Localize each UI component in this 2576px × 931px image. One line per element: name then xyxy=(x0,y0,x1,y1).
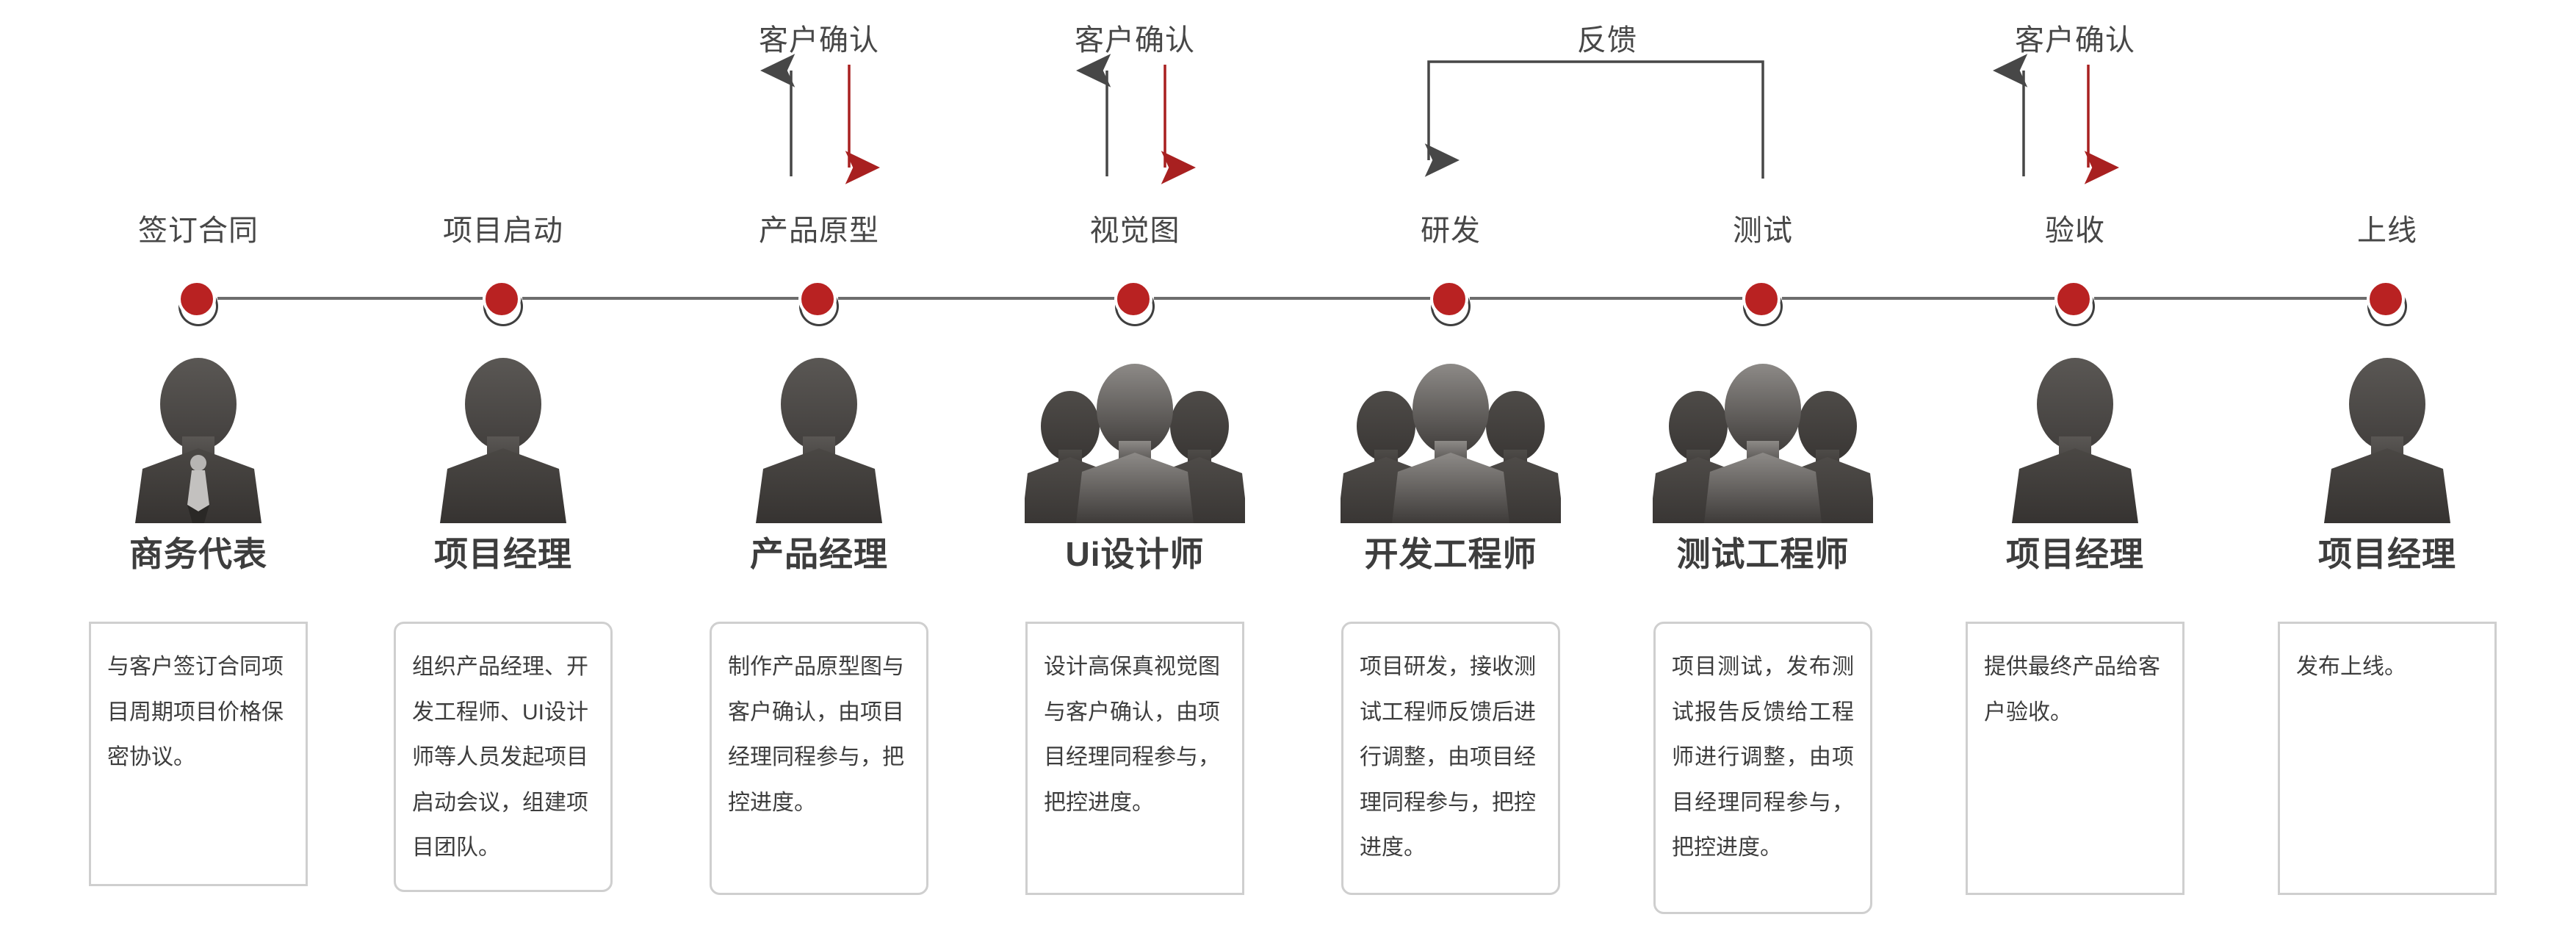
three-people-icon xyxy=(1025,364,1245,523)
three-people-icon xyxy=(1341,364,1561,523)
annotation-arrows-layer xyxy=(760,54,2119,184)
annotation-label-prototype: 客户确认 xyxy=(759,24,879,57)
node-dot xyxy=(798,280,837,318)
role-name-7: 项目经理 xyxy=(2006,535,2144,573)
step-title-6: 测试 xyxy=(1733,215,1793,247)
description-box-1: 与客户签订合同项目周期项目价格保密协议。 xyxy=(89,622,308,886)
description-box-2: 组织产品经理、开发工程师、UI设计师等人员发起项目启动会议，组建项目团队。 xyxy=(394,622,613,892)
timeline-node-1[interactable] xyxy=(178,280,219,326)
timeline-node-8[interactable] xyxy=(2367,280,2408,326)
avatar-6 xyxy=(1631,339,1895,523)
single-person-icon xyxy=(2012,358,2138,523)
timeline-node-2[interactable] xyxy=(483,280,524,326)
step-title-3: 产品原型 xyxy=(759,215,879,247)
timeline-segment-2 xyxy=(522,297,800,300)
node-dot xyxy=(1430,280,1468,318)
role-name-5: 开发工程师 xyxy=(1364,535,1537,573)
timeline-segment-1 xyxy=(217,297,484,300)
step-title-4: 视觉图 xyxy=(1089,215,1180,247)
role-name-2: 项目经理 xyxy=(434,535,572,573)
node-dot xyxy=(483,280,521,318)
step-title-8: 上线 xyxy=(2357,215,2417,247)
description-box-4: 设计高保真视觉图与客户确认，由项目经理同程参与，把控进度。 xyxy=(1025,622,1244,895)
description-box-7: 提供最终产品给客户验收。 xyxy=(1966,622,2184,895)
description-box-6: 项目测试，发布测试报告反馈给工程师进行调整，由项目经理同程参与，把控进度。 xyxy=(1653,622,1872,914)
avatar-8 xyxy=(2255,339,2519,523)
step-title-5: 研发 xyxy=(1421,215,1481,247)
single-person-icon xyxy=(440,358,566,523)
description-box-3: 制作产品原型图与客户确认，由项目经理同程参与，把控进度。 xyxy=(710,622,928,895)
timeline-segment-7 xyxy=(2094,297,2368,300)
avatar-1 xyxy=(66,339,331,523)
role-name-3: 产品经理 xyxy=(750,535,888,573)
step-title-1: 签订合同 xyxy=(138,215,259,247)
timeline-node-6[interactable] xyxy=(1742,280,1783,326)
person-with-tie-icon xyxy=(135,358,261,523)
timeline-segment-4 xyxy=(1154,297,1432,300)
single-person-icon xyxy=(2324,358,2450,523)
timeline-node-5[interactable] xyxy=(1430,280,1471,326)
avatar-4 xyxy=(1003,339,1267,523)
node-dot xyxy=(1114,280,1152,318)
node-dot xyxy=(178,280,216,318)
timeline-segment-3 xyxy=(838,297,1116,300)
role-name-4: Ui设计师 xyxy=(1065,535,1205,573)
arrow-pair-prototype xyxy=(760,54,880,184)
step-title-7: 验收 xyxy=(2045,215,2105,247)
avatar-7 xyxy=(1943,339,2207,523)
annotation-label-acceptance: 客户确认 xyxy=(2015,24,2135,57)
description-box-8: 发布上线。 xyxy=(2278,622,2497,895)
annotation-label-feedback: 反馈 xyxy=(1577,24,1637,57)
timeline-segment-5 xyxy=(1470,297,1744,300)
timeline-node-4[interactable] xyxy=(1114,280,1155,326)
avatar-5 xyxy=(1318,339,1583,523)
timeline-segment-6 xyxy=(1782,297,2056,300)
avatar-2 xyxy=(371,339,635,523)
node-dot xyxy=(2367,280,2405,318)
node-dot xyxy=(2054,280,2093,318)
arrow-feedback-bracket xyxy=(1424,60,1764,179)
timeline-node-7[interactable] xyxy=(2054,280,2096,326)
role-name-8: 项目经理 xyxy=(2318,535,2456,573)
role-name-6: 测试工程师 xyxy=(1676,535,1850,573)
single-person-icon xyxy=(756,358,882,523)
role-name-1: 商务代表 xyxy=(129,535,267,573)
timeline-node-3[interactable] xyxy=(798,280,840,326)
annotation-label-visual: 客户确认 xyxy=(1075,24,1195,57)
description-box-5: 项目研发，接收测试工程师反馈后进行调整，由项目经理同程参与，把控进度。 xyxy=(1341,622,1560,895)
arrow-pair-visual xyxy=(1076,54,1196,184)
arrow-pair-acceptance xyxy=(1993,54,2119,184)
avatar-3 xyxy=(687,339,951,523)
three-people-icon xyxy=(1653,364,1873,523)
step-title-2: 项目启动 xyxy=(443,215,563,247)
node-dot xyxy=(1742,280,1781,318)
